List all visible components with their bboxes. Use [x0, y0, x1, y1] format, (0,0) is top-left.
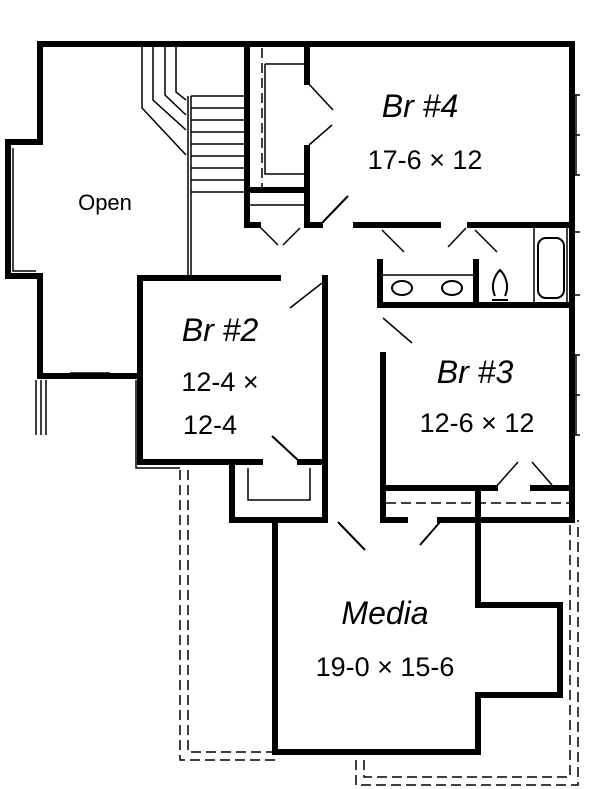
- bath-walls: [353, 222, 575, 308]
- room-name-br3: Br #3: [436, 354, 514, 390]
- staircase: [141, 41, 308, 275]
- closet: [261, 41, 334, 228]
- hall-doors: [257, 195, 349, 246]
- br3-walls: [272, 317, 575, 755]
- room-dim-media: 19-0 × 15-6: [315, 652, 455, 682]
- br2-walls: [135, 275, 328, 523]
- room-name-media: Media: [341, 595, 429, 631]
- railing-lines: [35, 372, 110, 435]
- exterior-walls: [5, 41, 575, 523]
- deck-outline: [179, 470, 579, 786]
- room-name-br4: Br #4: [381, 88, 459, 124]
- room-dim-br2-line2: 12-4: [182, 410, 238, 440]
- window-ticks: [572, 94, 580, 436]
- room-dim-br4: 17-6 × 12: [367, 145, 483, 175]
- room-dim-br2-line1: 12-4 ×: [181, 367, 259, 397]
- room-dim-br3: 12-6 × 12: [419, 408, 535, 438]
- room-name-br2: Br #2: [181, 312, 259, 348]
- room-label-open: Open: [78, 190, 132, 215]
